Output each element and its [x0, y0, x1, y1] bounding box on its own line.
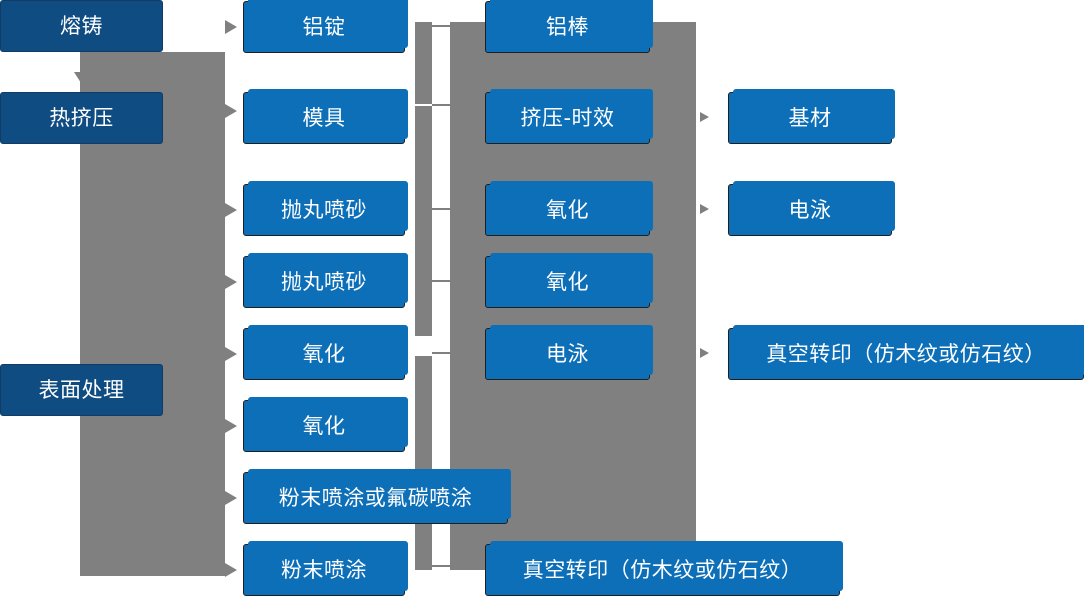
- stage-box-melting[interactable]: 熔铸: [0, 0, 163, 52]
- process-label-electrophoresis-2: 电泳: [788, 197, 832, 222]
- process-label-extrusion-aging: 挤压-时效: [520, 105, 615, 130]
- process-box-die[interactable]: 模具: [243, 89, 408, 144]
- arrow-right-icon-r2: [700, 204, 709, 214]
- process-label-vacuum-transfer-print-bottom: 真空转印（仿木纹或仿石纹）: [522, 557, 803, 582]
- connector-tie-3: [432, 208, 452, 210]
- process-box-aluminium-bar[interactable]: 铝棒: [485, 0, 653, 53]
- process-box-powder-coating[interactable]: 粉末喷涂: [243, 541, 408, 596]
- process-label-vacuum-transfer-print: 真空转印（仿木纹或仿石纹）: [766, 341, 1046, 366]
- arrow-down-icon-melting-to-extrusion: [74, 72, 88, 83]
- process-label-shot-blasting-1: 抛丸喷砂: [281, 197, 367, 222]
- process-box-shot-blasting-2[interactable]: 抛丸喷砂: [243, 253, 408, 308]
- arrow-right-icon-r1: [700, 112, 709, 122]
- process-box-aluminium-ingot[interactable]: 铝锭: [243, 0, 408, 53]
- process-box-powder-or-pvdf-coating[interactable]: 粉末喷涂或氟碳喷涂: [243, 469, 511, 524]
- arrow-right-icon-l6: [225, 419, 237, 433]
- stage-box-surface-treatment[interactable]: 表面处理: [0, 364, 163, 416]
- stage-label-hot-extrusion: 热挤压: [49, 105, 114, 130]
- process-box-extrusion-aging[interactable]: 挤压-时效: [485, 89, 653, 144]
- arrow-right-icon-l3: [225, 203, 237, 217]
- process-label-electrophoresis-1: 电泳: [546, 341, 589, 366]
- process-box-vacuum-transfer-print[interactable]: 真空转印（仿木纹或仿石纹）: [728, 325, 1084, 380]
- process-label-oxidation-3: 氧化: [546, 197, 589, 222]
- process-box-oxidation-1[interactable]: 氧化: [243, 325, 408, 380]
- connector-stub-surface: [162, 389, 186, 391]
- process-box-base-material[interactable]: 基材: [728, 89, 895, 144]
- connector-tie-5: [432, 352, 452, 354]
- process-label-oxidation-4: 氧化: [546, 269, 589, 294]
- process-label-powder-coating: 粉末喷涂: [281, 557, 367, 582]
- connector-plate-left-top-tab: [163, 52, 225, 92]
- process-box-vacuum-transfer-print-bottom[interactable]: 真空转印（仿木纹或仿石纹）: [485, 541, 843, 596]
- connector-spine-mid: [415, 22, 432, 570]
- connector-tie-6: [432, 565, 452, 567]
- process-label-base-material: 基材: [788, 105, 832, 130]
- arrow-right-icon-l7: [225, 491, 237, 505]
- stage-box-hot-extrusion[interactable]: 热挤压: [0, 92, 163, 144]
- connector-tie-4: [432, 280, 452, 282]
- process-label-aluminium-bar: 铝棒: [546, 14, 589, 39]
- process-label-die: 模具: [302, 105, 346, 130]
- connector-tie-1: [432, 25, 452, 27]
- stage-label-surface-treatment: 表面处理: [38, 377, 125, 402]
- process-label-aluminium-ingot: 铝锭: [302, 14, 346, 39]
- process-box-shot-blasting-1[interactable]: 抛丸喷砂: [243, 181, 408, 236]
- process-label-shot-blasting-2: 抛丸喷砂: [281, 269, 367, 294]
- process-box-electrophoresis-1[interactable]: 电泳: [485, 325, 653, 380]
- arrow-right-icon-l8: [225, 563, 237, 577]
- process-label-oxidation-1: 氧化: [302, 341, 346, 366]
- process-box-oxidation-4[interactable]: 氧化: [485, 253, 653, 308]
- process-box-oxidation-2[interactable]: 氧化: [243, 397, 408, 452]
- arrow-right-icon-l5: [225, 347, 237, 361]
- arrow-right-icon-l4: [225, 275, 237, 289]
- process-box-oxidation-3[interactable]: 氧化: [485, 181, 653, 236]
- connector-spine-notch-2: [415, 336, 432, 356]
- arrow-right-icon-r3: [700, 348, 709, 358]
- arrow-right-icon-l2: [225, 104, 237, 118]
- arrow-right-icon-l1: [225, 20, 237, 34]
- connector-spine-notch-1: [415, 104, 432, 106]
- process-label-powder-or-pvdf-coating: 粉末喷涂或氟碳喷涂: [278, 485, 473, 510]
- connector-tie-2: [432, 104, 452, 106]
- process-label-oxidation-2: 氧化: [302, 413, 346, 438]
- stage-label-melting: 熔铸: [60, 13, 103, 38]
- process-box-electrophoresis-2[interactable]: 电泳: [728, 181, 895, 236]
